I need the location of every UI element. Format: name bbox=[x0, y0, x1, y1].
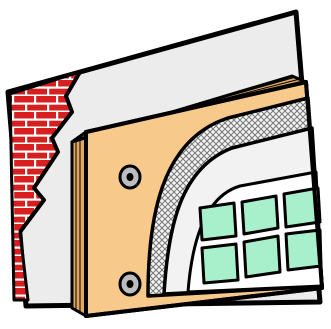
dowel-anchor-bottom bbox=[120, 273, 140, 295]
tile bbox=[200, 203, 236, 240]
tile bbox=[202, 244, 238, 283]
tile bbox=[242, 196, 278, 234]
dowel-anchor-top bbox=[120, 166, 140, 188]
tile bbox=[286, 230, 321, 270]
insulation-board-edge bbox=[72, 132, 86, 316]
tile bbox=[244, 236, 280, 277]
